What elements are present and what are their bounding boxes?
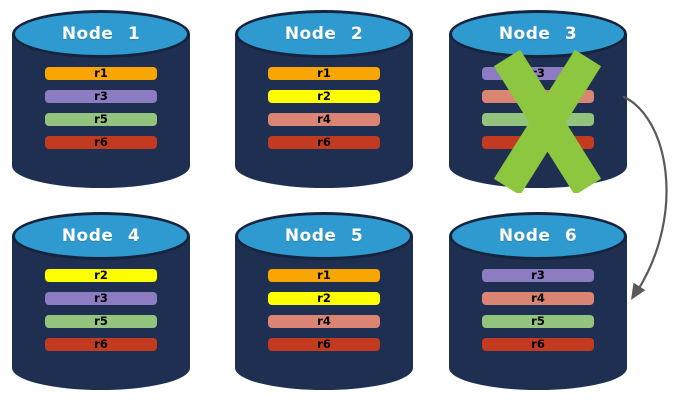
node-title: Node 2: [284, 24, 364, 44]
replica-bar: r6: [482, 136, 594, 149]
replica-bar: r6: [268, 136, 380, 149]
cylinder-bottom: [235, 144, 413, 188]
replica-bar: r3: [482, 269, 594, 282]
replica-bar: r2: [268, 90, 380, 103]
node-title: Node 6: [498, 226, 578, 246]
db-node: Node 1 r1 r3 r5 r6: [12, 10, 190, 193]
replica-bar: r4: [482, 90, 594, 103]
node-title: Node 3: [498, 24, 578, 44]
replica-bar: r5: [482, 315, 594, 328]
cylinder-top: Node 5: [235, 212, 413, 260]
cylinder-bottom: [449, 346, 627, 390]
replica-bar: r6: [45, 338, 157, 351]
replica-bar: r6: [482, 338, 594, 351]
cylinder-top: Node 1: [12, 10, 190, 58]
replica-list: r2 r3 r5 r6: [45, 269, 157, 361]
replica-bar: r4: [268, 315, 380, 328]
cylinder-bottom: [12, 346, 190, 390]
replica-list: r1 r3 r5 r6: [45, 67, 157, 159]
cylinder-top: Node 2: [235, 10, 413, 58]
replica-list: r1 r2 r4 r6: [268, 269, 380, 361]
replica-bar: r3: [482, 67, 594, 80]
replica-list: r1 r2 r4 r6: [268, 67, 380, 159]
replica-bar: r2: [268, 292, 380, 305]
replica-bar: r1: [268, 67, 380, 80]
replica-bar: r1: [268, 269, 380, 282]
db-node: Node 2 r1 r2 r4 r6: [235, 10, 413, 193]
db-node: Node 6 r3 r4 r5 r6: [449, 212, 627, 395]
node-title: Node 1: [61, 24, 141, 44]
replica-list: r3 r4 r5 r6: [482, 269, 594, 361]
replica-bar: r5: [45, 315, 157, 328]
replica-bar: r1: [45, 67, 157, 80]
replica-bar: r6: [268, 338, 380, 351]
replica-bar: r3: [45, 292, 157, 305]
replica-bar: r5: [482, 113, 594, 126]
replica-bar: r2: [45, 269, 157, 282]
replica-bar: r3: [45, 90, 157, 103]
replica-bar: r6: [45, 136, 157, 149]
replica-list: r3 r4 r5 r6: [482, 67, 594, 159]
cylinder-top: Node 3: [449, 10, 627, 58]
replica-bar: r4: [482, 292, 594, 305]
db-node: Node 5 r1 r2 r4 r6: [235, 212, 413, 395]
cylinder-top: Node 6: [449, 212, 627, 260]
node-title: Node 4: [61, 226, 141, 246]
db-node: Node 4 r2 r3 r5 r6: [12, 212, 190, 395]
cylinder-bottom: [235, 346, 413, 390]
replica-bar: r5: [45, 113, 157, 126]
db-node: Node 3 r3 r4 r5 r6: [449, 10, 627, 193]
replica-bar: r4: [268, 113, 380, 126]
cylinder-bottom: [12, 144, 190, 188]
node-title: Node 5: [284, 226, 364, 246]
cylinder-top: Node 4: [12, 212, 190, 260]
